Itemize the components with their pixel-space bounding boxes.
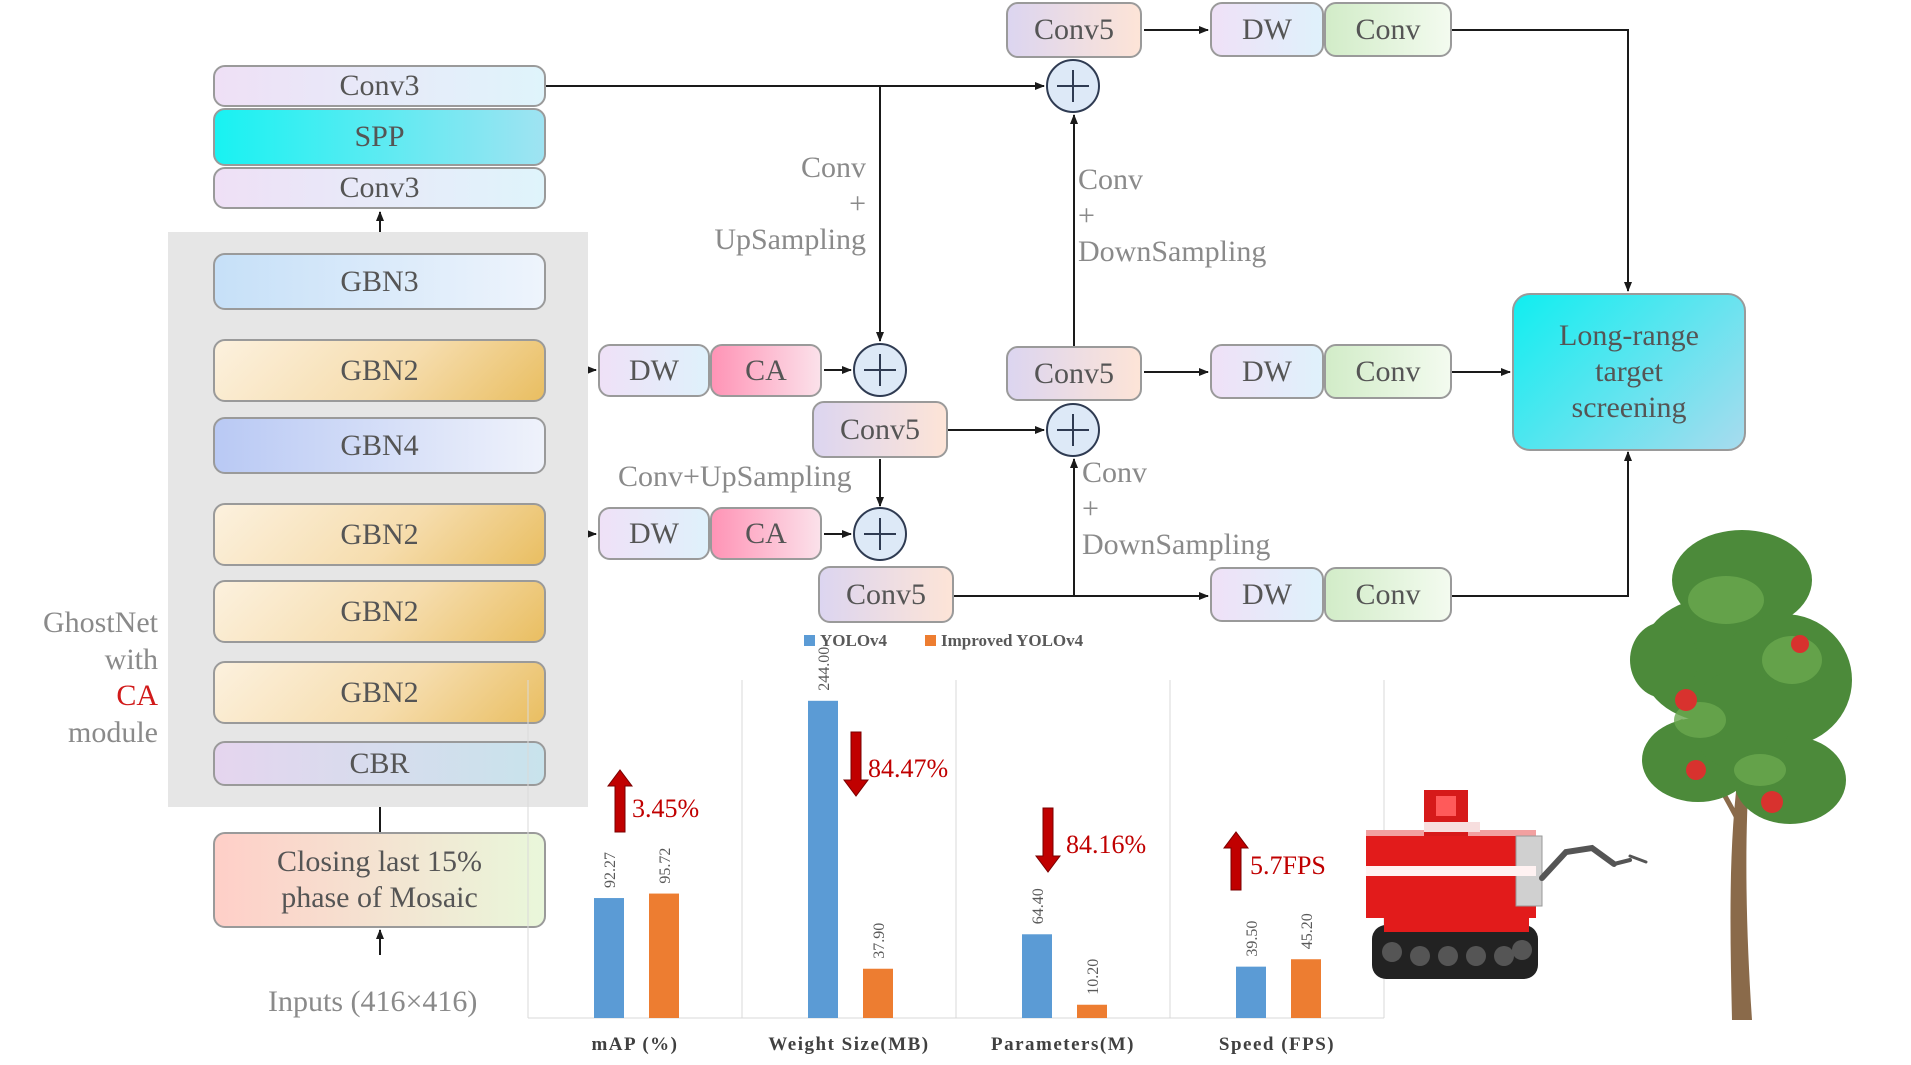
label-conv-downsampling-top-line-3: DownSampling <box>1078 235 1267 268</box>
conv3-top-block: Conv3 <box>213 65 546 107</box>
label-conv-upsampling-top-line-2: + <box>849 187 866 220</box>
legend-swatch-yolov4 <box>804 635 815 646</box>
bar-yolov4-1 <box>808 700 838 1018</box>
plus-node-upper <box>853 343 907 397</box>
gbn2-block-4: GBN2 <box>213 661 546 724</box>
conv-block-bottom: Conv <box>1324 567 1452 622</box>
category-label: Parameters(M) <box>991 1034 1135 1055</box>
conv-block-top: Conv <box>1324 2 1452 57</box>
tree-illustration <box>1630 530 1852 1020</box>
bar-yolov4-0 <box>594 898 624 1018</box>
conv-block-mid: Conv <box>1324 344 1452 399</box>
bar-improved-2 <box>1077 1004 1107 1018</box>
label-conv-downsampling-bottom-line-3: DownSampling <box>1082 528 1271 561</box>
dw-block-mid: DW <box>1210 344 1324 399</box>
ghostnet-label-line-3: CA <box>116 679 158 713</box>
data-label: 92.27 <box>602 852 619 888</box>
data-label: 39.50 <box>1244 921 1261 957</box>
category-label: Speed (FPS) <box>1219 1034 1335 1055</box>
dw-block-lower: DW <box>598 507 710 560</box>
legend-label-improved: Improved YOLOv4 <box>941 631 1084 650</box>
annotation-label: 84.47% <box>868 754 948 783</box>
label-conv-downsampling-bottom-line-2: + <box>1082 492 1099 525</box>
data-label: 10.20 <box>1085 959 1102 995</box>
ca-block-lower: CA <box>710 507 822 560</box>
legend-swatch-improved <box>925 635 936 646</box>
bar-yolov4-3 <box>1236 966 1266 1018</box>
annotation-arrow-up <box>1223 831 1249 891</box>
label-conv-downsampling-bottom: Conv + DownSampling <box>1082 455 1270 563</box>
ca-block-upper: CA <box>710 344 822 397</box>
ghostnet-label-line-4: module <box>68 715 158 749</box>
plus-node-lower <box>853 507 907 561</box>
annotation-label: 5.7FPS <box>1250 851 1326 880</box>
dw-block-top: DW <box>1210 2 1324 57</box>
line-conv-bottom-to-output <box>1452 451 1632 597</box>
bar-improved-1 <box>863 968 893 1018</box>
plus-node-mid <box>1046 403 1100 457</box>
mosaic-block: Closing last 15% phase of Mosaic <box>213 832 546 928</box>
bar-improved-0 <box>649 893 679 1018</box>
annotation-arrow-down <box>1035 807 1061 873</box>
label-conv-upsampling-mid: Conv+UpSampling <box>618 460 852 493</box>
gbn2-block-1: GBN2 <box>213 339 546 402</box>
spp-block: SPP <box>213 108 546 166</box>
annotation-arrow-down <box>843 731 869 797</box>
label-conv-downsampling-bottom-line-1: Conv <box>1082 456 1148 489</box>
legend-label-yolov4: YOLOv4 <box>820 631 888 650</box>
label-conv-downsampling-top: Conv + DownSampling <box>1078 162 1266 270</box>
conv5-top-block: Conv5 <box>1006 2 1142 58</box>
label-conv-upsampling-top-line-3: UpSampling <box>714 223 866 256</box>
category-label: Weight Size(MB) <box>768 1034 929 1055</box>
gbn2-block-2: GBN2 <box>213 503 546 566</box>
annotation-label: 3.45% <box>632 794 699 823</box>
gbn4-block: GBN4 <box>213 417 546 474</box>
cbr-block: CBR <box>213 741 546 786</box>
line-conv-top-to-output <box>1452 29 1632 292</box>
ghostnet-label-line-1: GhostNet <box>43 606 158 639</box>
data-label: 244.00 <box>816 647 833 691</box>
data-label: 37.90 <box>871 923 888 959</box>
data-label: 64.40 <box>1030 888 1047 924</box>
bar-improved-3 <box>1291 959 1321 1018</box>
label-conv-upsampling-top: Conv + UpSampling <box>650 150 866 258</box>
inputs-label: Inputs (416×416) <box>268 985 478 1018</box>
label-conv-downsampling-top-line-2: + <box>1078 199 1095 232</box>
robot-body <box>1366 790 1543 979</box>
conv3-bottom-block: Conv3 <box>213 167 546 209</box>
data-label: 45.20 <box>1299 913 1316 949</box>
robot-arm <box>1539 844 1648 881</box>
annotation-arrow-up <box>607 769 633 833</box>
plus-node-top <box>1046 59 1100 113</box>
ghostnet-label: GhostNet with CA module <box>10 605 158 751</box>
ghostnet-label-line-2: with <box>104 642 158 676</box>
conv5-mid-left-block: Conv5 <box>812 401 948 458</box>
label-conv-upsampling-top-line-1: Conv <box>800 151 866 184</box>
bar-yolov4-2 <box>1022 934 1052 1018</box>
dw-block-bottom: DW <box>1210 567 1324 622</box>
category-label: mAP (%) <box>591 1034 678 1055</box>
conv5-mid-right-block: Conv5 <box>1006 346 1142 401</box>
gbn3-block: GBN3 <box>213 253 546 310</box>
long-range-screening-block: Long-range target screening <box>1512 293 1746 451</box>
label-conv-downsampling-top-line-1: Conv <box>1078 163 1144 196</box>
conv5-bottom-block: Conv5 <box>818 566 954 623</box>
gbn2-block-3: GBN2 <box>213 580 546 643</box>
data-label: 95.72 <box>657 848 674 884</box>
dw-block-upper: DW <box>598 344 710 397</box>
annotation-label: 84.16% <box>1066 830 1146 859</box>
